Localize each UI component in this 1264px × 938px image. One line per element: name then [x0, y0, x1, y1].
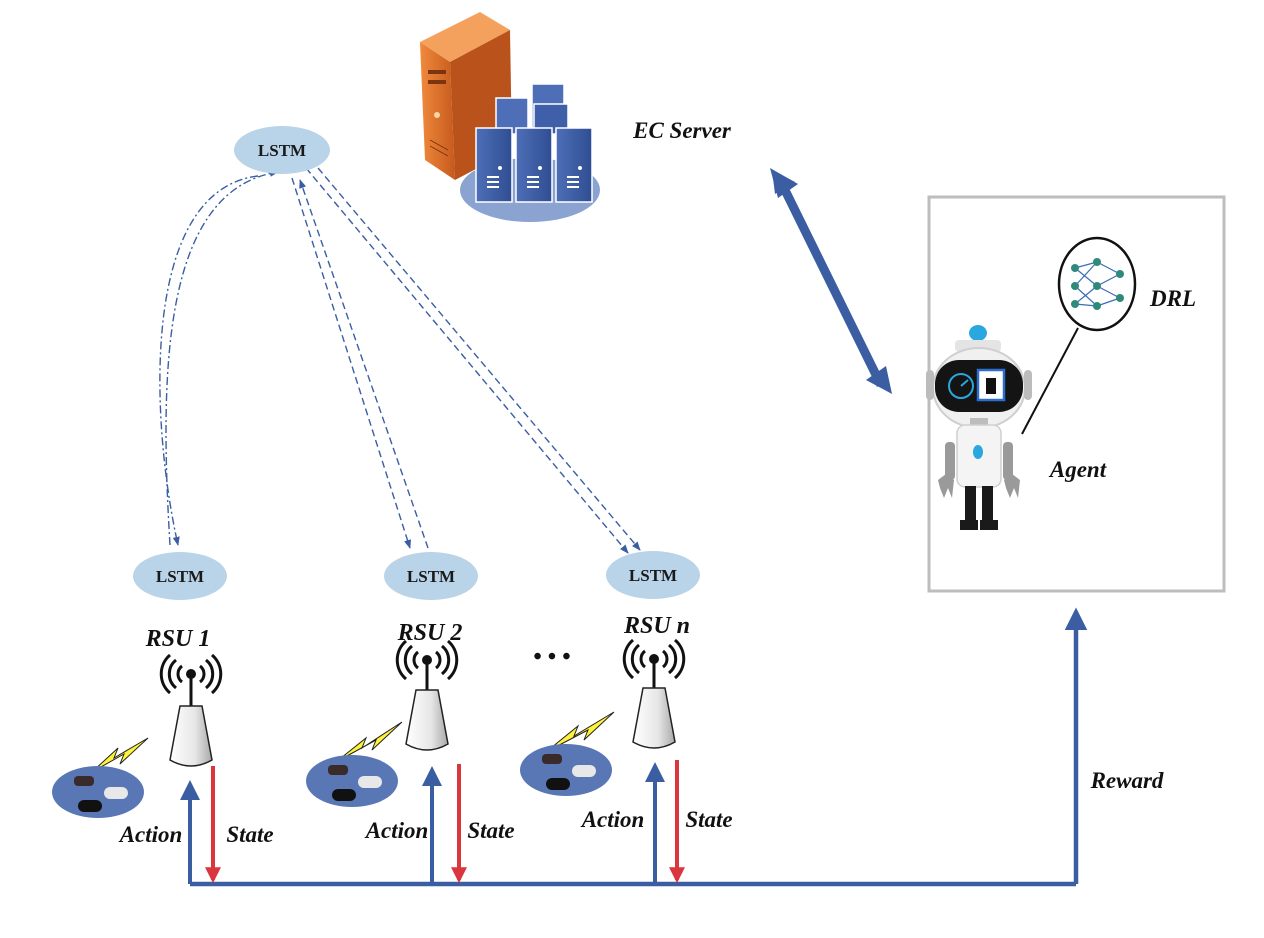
state-label-1: State [226, 822, 273, 847]
vehicles-cluster-2 [306, 755, 398, 807]
reward-label: Reward [1090, 768, 1164, 793]
state-label-2: State [467, 818, 514, 843]
neural-network-icon [1057, 236, 1137, 332]
rsu1-tower-icon [159, 653, 223, 767]
action-label-2: Action [364, 818, 429, 843]
link-top-to-rsu1 [159, 175, 259, 546]
lstm-rsu1-label: LSTM [156, 567, 204, 586]
action-label-1: Action [118, 822, 183, 847]
lstm-links [159, 167, 641, 554]
link-rsu1-to-top [165, 169, 279, 546]
link-top-to-rsun-a [305, 167, 629, 554]
action-label-n: Action [580, 807, 645, 832]
lstm-rsu1-node: LSTM [133, 552, 227, 600]
ellipsis: • • • [533, 644, 570, 670]
robot-icon [926, 325, 1032, 530]
server-rack-icon [420, 12, 600, 222]
vehicles-cluster-3 [520, 744, 612, 796]
lstm-rsu2-node: LSTM [384, 552, 478, 600]
feedback-bus [180, 607, 1088, 887]
bubble-pointer [1021, 327, 1079, 435]
rsu2-label: RSU 2 [397, 620, 463, 646]
rsun-tower-icon [622, 638, 686, 749]
agent-label: Agent [1048, 457, 1107, 482]
link-top-to-rsun-b [317, 167, 641, 551]
rsu1-label: RSU 1 [145, 626, 211, 652]
lstm-top-node: LSTM [234, 126, 330, 174]
link-top-to-rsu2 [291, 177, 411, 549]
lstm-rsun-node: LSTM [606, 551, 700, 599]
link-rsu2-to-top [299, 179, 429, 549]
vehicles-cluster-1 [52, 766, 144, 818]
server-agent-link [770, 168, 892, 394]
lstm-top-label: LSTM [258, 141, 306, 160]
lstm-rsun-label: LSTM [629, 566, 677, 585]
server-label: EC Server [632, 118, 732, 143]
drl-label: DRL [1149, 286, 1196, 311]
state-label-n: State [685, 807, 732, 832]
lstm-rsu2-label: LSTM [407, 567, 455, 586]
rsun-label: RSU n [623, 613, 690, 639]
rsu2-tower-icon [395, 639, 459, 751]
lightning-icon [91, 711, 615, 773]
